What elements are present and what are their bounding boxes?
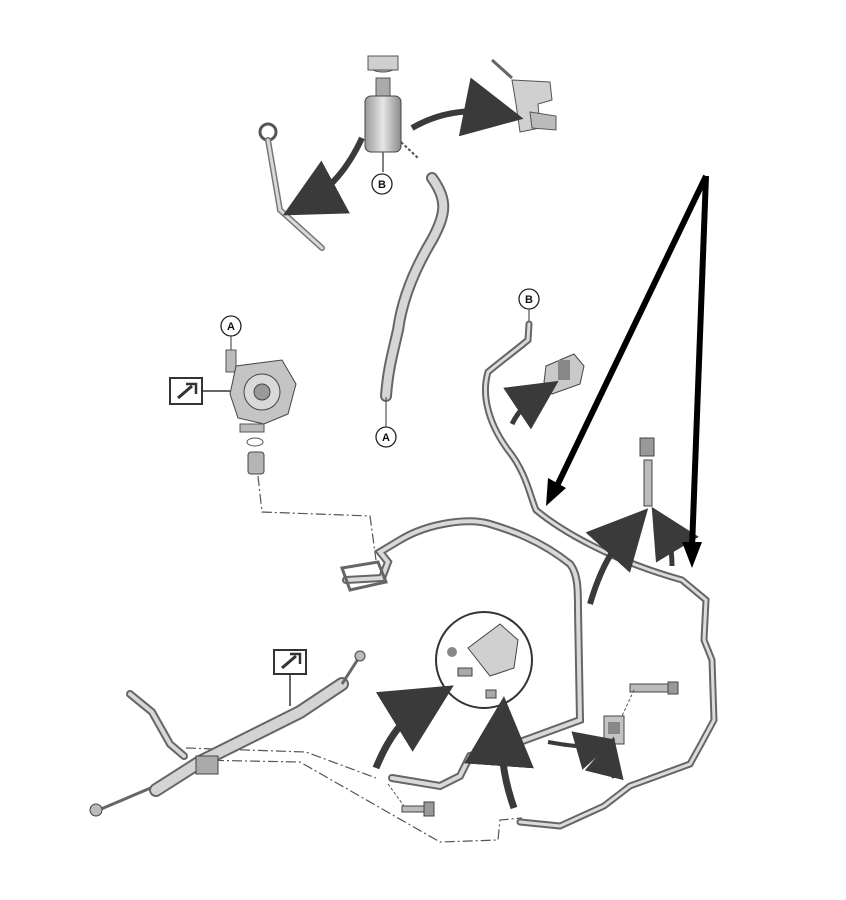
lubricate-symbol-icon	[169, 377, 230, 405]
arrow-to-bolt-2	[651, 506, 699, 567]
return-line	[482, 320, 718, 830]
arrow-to-magnifier-2	[464, 696, 534, 810]
arrow-to-filler-tube	[282, 136, 365, 216]
callout-B-return-start: B	[518, 288, 540, 310]
svg-text:B: B	[525, 294, 533, 306]
callout-A-pump: A	[220, 315, 242, 337]
power-steering-pump	[225, 349, 297, 475]
hose-clip-lower	[603, 715, 625, 745]
arrow-to-bolt	[585, 508, 649, 605]
filler-tube	[258, 122, 325, 251]
svg-text:B: B	[378, 179, 386, 191]
reservoir-body	[364, 95, 402, 153]
arrow-to-bracket	[410, 77, 524, 137]
arrow-to-lower-clip-2	[584, 736, 624, 781]
arrow-to-magnifier	[372, 685, 454, 770]
callout-B-reservoir: B	[371, 173, 393, 195]
bolt-vertical	[639, 437, 655, 507]
lubricate-symbol-icon	[273, 649, 307, 706]
pressure-hose	[339, 517, 585, 791]
reservoir-bracket	[490, 58, 557, 133]
hose-clip-upper	[543, 353, 585, 395]
steering-rack	[89, 650, 366, 817]
svg-text:A: A	[382, 432, 390, 444]
callout-A-hose-end: A	[375, 426, 397, 448]
detail-magnifier	[435, 611, 533, 709]
arrow-to-upper-clip	[503, 380, 559, 430]
pointer-arrows	[546, 174, 709, 568]
bolt-lower	[401, 801, 435, 817]
svg-text:A: A	[227, 321, 235, 333]
bolt-horizontal	[629, 681, 679, 695]
fluid-reservoir	[364, 55, 419, 172]
arrow-to-lower-clip	[547, 731, 616, 770]
supply-hose	[380, 172, 450, 402]
